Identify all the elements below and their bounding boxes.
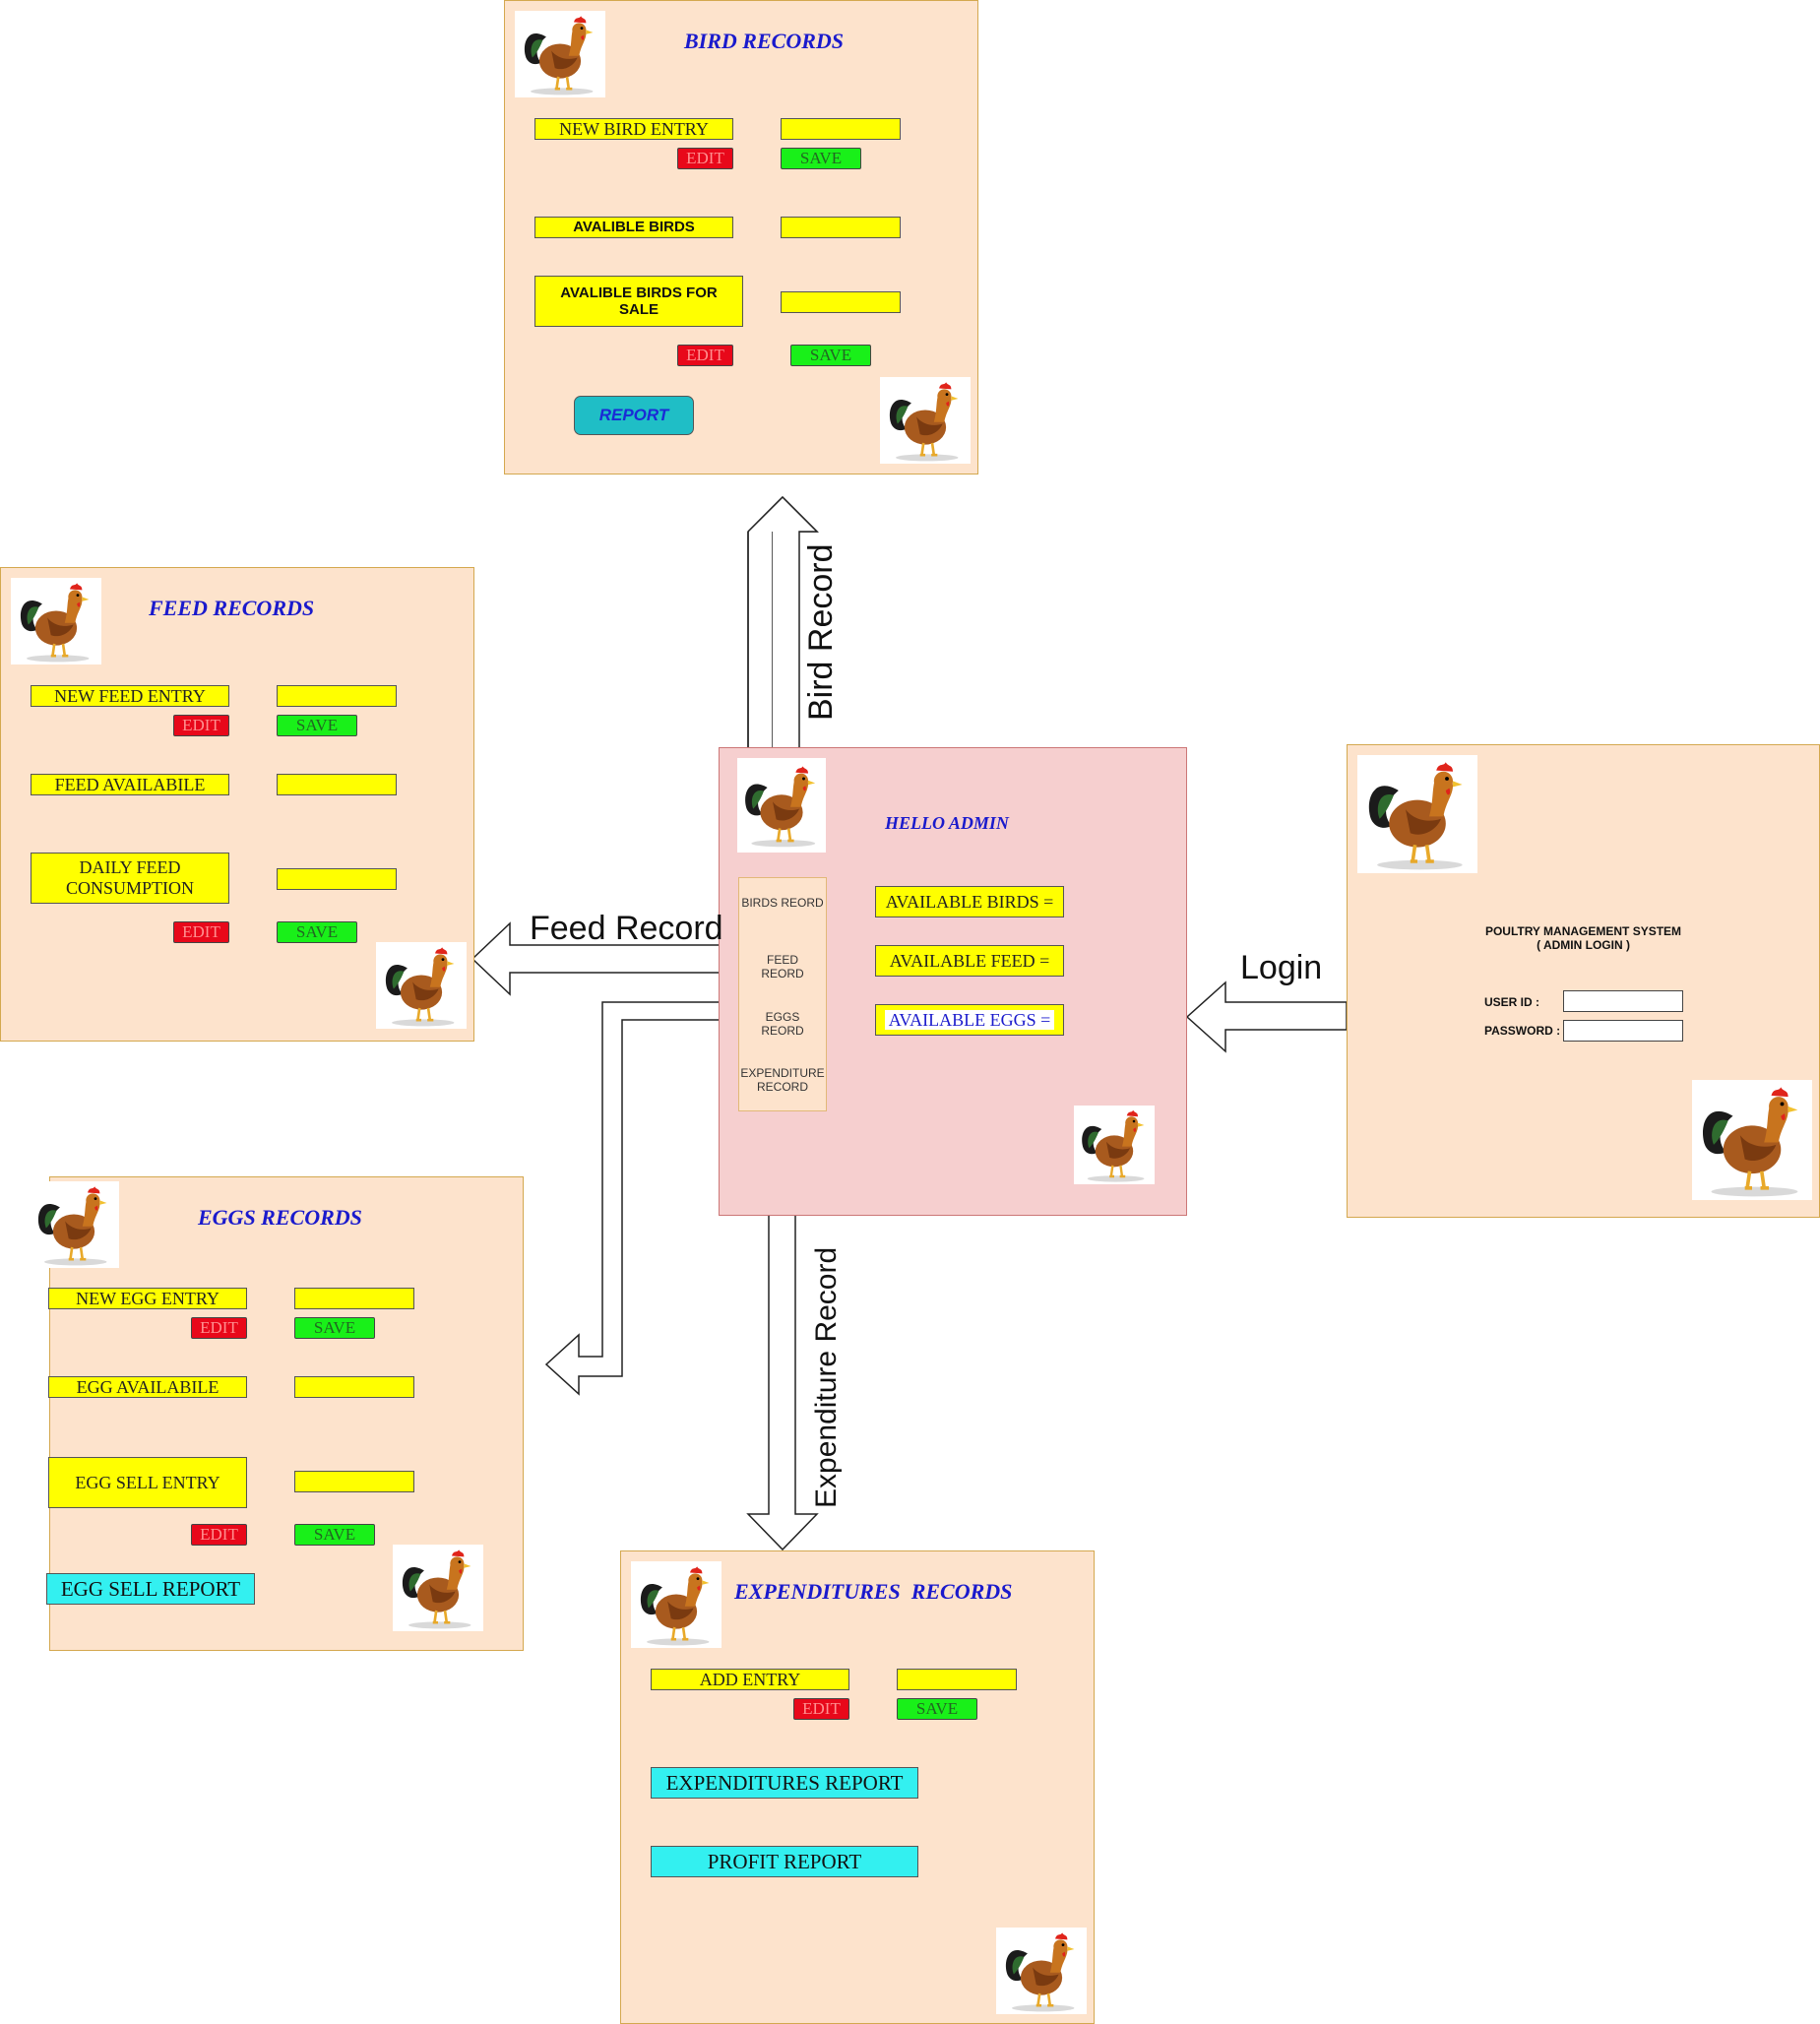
rooster-icon bbox=[393, 1545, 483, 1631]
rooster-icon bbox=[515, 11, 605, 97]
menu-expenditure-record[interactable]: EXPENDITURE RECORD bbox=[740, 1066, 825, 1095]
new-feed-entry-label: NEW FEED ENTRY bbox=[31, 685, 229, 707]
rooster-icon bbox=[996, 1928, 1087, 2014]
feed-records-panel: FEED RECORDS NEW FEED ENTRY EDIT SAVE FE… bbox=[0, 567, 474, 1042]
available-eggs-text: AVAILABLE EGGS = bbox=[884, 1009, 1055, 1031]
save-button[interactable]: SAVE bbox=[294, 1524, 375, 1546]
available-feed-stat: AVAILABLE FEED = bbox=[875, 945, 1064, 977]
password-input[interactable] bbox=[1563, 1020, 1683, 1042]
user-id-label: USER ID : bbox=[1484, 995, 1540, 1009]
daily-feed-consumption-label: DAILY FEED CONSUMPTION bbox=[31, 853, 229, 904]
available-birds-field[interactable] bbox=[781, 217, 901, 238]
hello-admin-title: HELLO ADMIN bbox=[885, 813, 1009, 833]
egg-available-field[interactable] bbox=[294, 1376, 414, 1398]
menu-feed-record[interactable]: FEED REORD bbox=[761, 953, 804, 981]
login-panel: POULTRY MANAGEMENT SYSTEM ( ADMIN LOGIN … bbox=[1347, 744, 1820, 1218]
arrow-login bbox=[1185, 980, 1348, 1053]
edit-button[interactable]: EDIT bbox=[191, 1524, 247, 1546]
add-entry-label: ADD ENTRY bbox=[651, 1669, 849, 1690]
edit-button[interactable]: EDIT bbox=[677, 148, 733, 169]
admin-dashboard-panel: HELLO ADMIN BIRDS REORD FEED REORD EGGS … bbox=[719, 747, 1187, 1216]
feed-available-label: FEED AVAILABILE bbox=[31, 774, 229, 795]
login-label: Login bbox=[1240, 949, 1323, 986]
admin-menu: BIRDS REORD FEED REORD EGGS REORD EXPEND… bbox=[738, 877, 827, 1111]
egg-available-label: EGG AVAILABILE bbox=[48, 1376, 247, 1398]
egg-sell-report-button[interactable]: EGG SELL REPORT bbox=[46, 1573, 255, 1605]
rooster-icon bbox=[880, 377, 971, 464]
edit-button[interactable]: EDIT bbox=[677, 345, 733, 366]
save-button[interactable]: SAVE bbox=[790, 345, 871, 366]
available-birds-label: AVALIBLE BIRDS bbox=[534, 217, 733, 238]
new-bird-entry-field[interactable] bbox=[781, 118, 901, 140]
rooster-icon bbox=[631, 1561, 722, 1648]
rooster-icon bbox=[737, 758, 826, 853]
edit-button[interactable]: EDIT bbox=[191, 1317, 247, 1339]
edit-button[interactable]: EDIT bbox=[793, 1698, 849, 1720]
rooster-icon bbox=[1357, 755, 1477, 873]
bird-record-label: Bird Record bbox=[802, 543, 840, 721]
arrow-feed-record bbox=[471, 921, 754, 996]
password-label: PASSWORD : bbox=[1484, 1024, 1561, 1038]
new-egg-entry-field[interactable] bbox=[294, 1288, 414, 1309]
new-egg-entry-label: NEW EGG ENTRY bbox=[48, 1288, 247, 1309]
rooster-icon bbox=[1692, 1080, 1812, 1200]
rooster-icon bbox=[29, 1181, 119, 1268]
edit-button[interactable]: EDIT bbox=[173, 921, 229, 943]
save-button[interactable]: SAVE bbox=[897, 1698, 977, 1720]
bird-records-panel: BIRD RECORDS NEW BIRD ENTRY EDIT SAVE AV… bbox=[504, 0, 978, 474]
available-eggs-stat: AVAILABLE EGGS = bbox=[875, 1004, 1064, 1036]
menu-birds-record[interactable]: BIRDS REORD bbox=[741, 896, 824, 910]
rooster-icon bbox=[376, 942, 467, 1029]
new-bird-entry-label: NEW BIRD ENTRY bbox=[534, 118, 733, 140]
expenditures-records-title: EXPENDITURES RECORDS bbox=[734, 1579, 1013, 1604]
profit-report-button[interactable]: PROFIT REPORT bbox=[651, 1846, 918, 1877]
menu-eggs-record[interactable]: EGGS REORD bbox=[761, 1010, 804, 1039]
rooster-icon bbox=[11, 578, 101, 664]
login-subtitle: ( ADMIN LOGIN ) bbox=[1537, 938, 1630, 952]
feed-records-title: FEED RECORDS bbox=[149, 596, 315, 620]
save-button[interactable]: SAVE bbox=[781, 148, 861, 169]
eggs-records-panel: EGGS RECORDS NEW EGG ENTRY EDIT SAVE EGG… bbox=[29, 1176, 524, 1651]
expenditures-report-button[interactable]: EXPENDITURES REPORT bbox=[651, 1767, 918, 1799]
available-birds-stat: AVAILABLE BIRDS = bbox=[875, 886, 1064, 917]
available-birds-for-sale-field[interactable] bbox=[781, 291, 901, 313]
rooster-icon bbox=[1074, 1106, 1155, 1184]
save-button[interactable]: SAVE bbox=[277, 715, 357, 736]
edit-button[interactable]: EDIT bbox=[173, 715, 229, 736]
feed-record-label: Feed Record bbox=[530, 910, 723, 947]
eggs-records-title: EGGS RECORDS bbox=[198, 1205, 362, 1230]
report-button[interactable]: REPORT bbox=[574, 396, 694, 435]
egg-sell-entry-field[interactable] bbox=[294, 1471, 414, 1492]
expenditures-records-panel: EXPENDITURES RECORDS ADD ENTRY EDIT SAVE… bbox=[620, 1550, 1095, 2024]
system-title: POULTRY MANAGEMENT SYSTEM bbox=[1484, 924, 1682, 938]
bird-records-title: BIRD RECORDS bbox=[684, 29, 845, 53]
feed-available-field[interactable] bbox=[277, 774, 397, 795]
add-entry-field[interactable] bbox=[897, 1669, 1017, 1690]
save-button[interactable]: SAVE bbox=[294, 1317, 375, 1339]
new-feed-entry-field[interactable] bbox=[277, 685, 397, 707]
egg-sell-entry-label: EGG SELL ENTRY bbox=[48, 1457, 247, 1508]
available-birds-for-sale-label: AVALIBLE BIRDS FOR SALE bbox=[534, 276, 743, 327]
save-button[interactable]: SAVE bbox=[277, 921, 357, 943]
user-id-input[interactable] bbox=[1563, 990, 1683, 1012]
arrow-eggs-record bbox=[544, 1001, 754, 1396]
daily-feed-consumption-field[interactable] bbox=[277, 868, 397, 890]
expenditure-record-label: Expenditure Record bbox=[810, 1246, 843, 1508]
